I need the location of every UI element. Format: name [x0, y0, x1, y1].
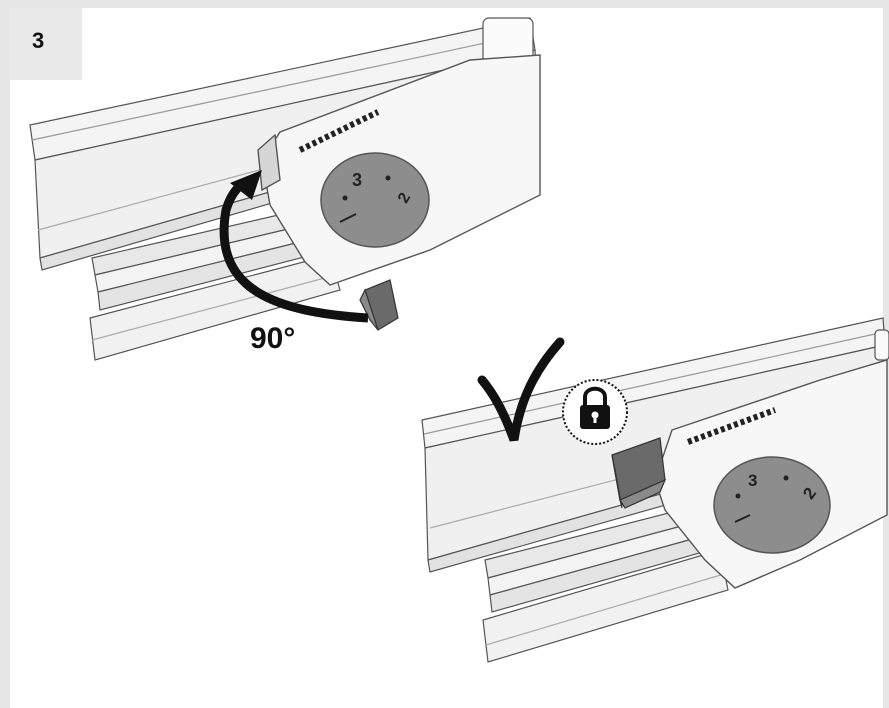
bottom-dial-number-3: 3 [748, 471, 757, 490]
step-number: 3 [32, 28, 45, 53]
rotation-angle-label: 90° [250, 322, 295, 355]
step-badge [10, 8, 82, 80]
bottom-dial: 3 2 [713, 456, 831, 554]
top-dial: 3 2 [320, 152, 430, 248]
curved-arrow-icon [219, 170, 369, 323]
bottom-assembly: 3 2 [421, 317, 889, 663]
bottom-knob-locked [611, 437, 667, 509]
checkmark-icon [477, 337, 565, 442]
top-knob [359, 279, 399, 331]
top-assembly: 3 2 90° [29, 17, 541, 361]
top-dial-number-3: 3 [352, 170, 362, 190]
padlock-icon [562, 379, 628, 445]
